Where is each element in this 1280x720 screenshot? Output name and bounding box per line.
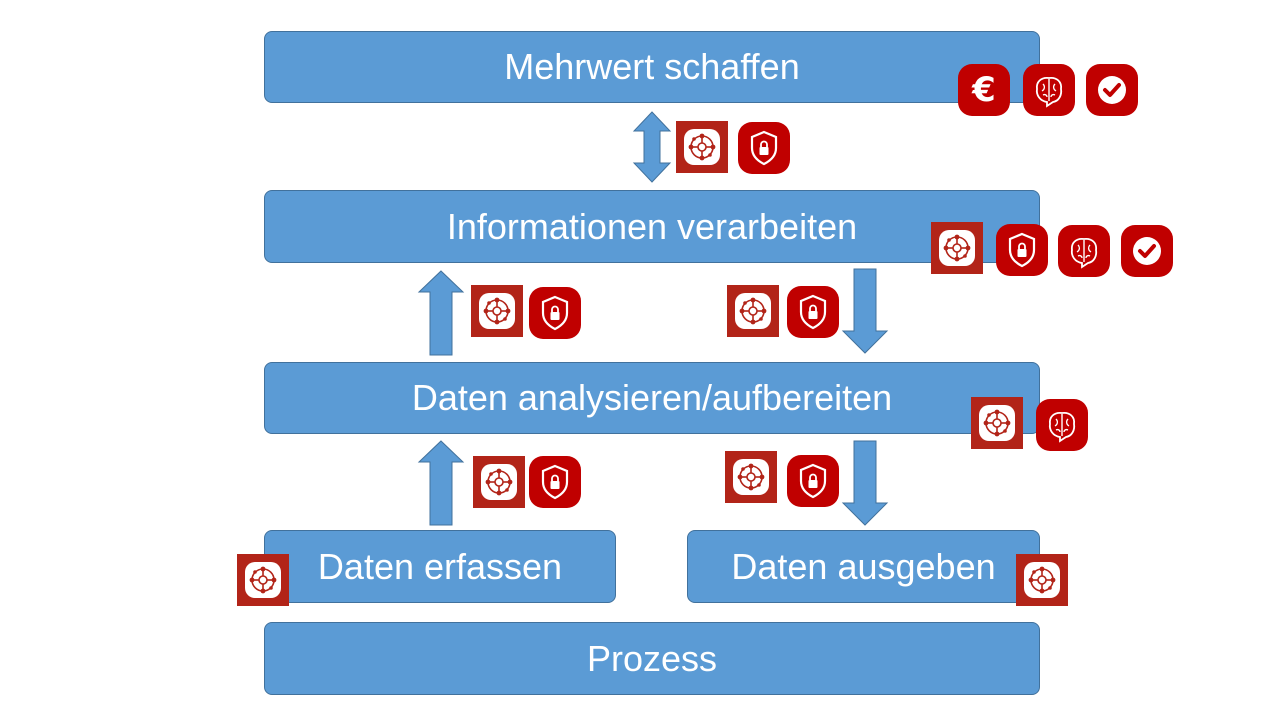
euro-icon: € (958, 64, 1010, 116)
shield-lock-icon (787, 286, 839, 338)
double-arrow-mehrwert-info (632, 111, 672, 183)
arrow-down-info-to-analyse (841, 268, 889, 354)
arrow-down-analyse-to-ausgeben (841, 440, 889, 526)
shield-lock-icon (787, 455, 839, 507)
arrow-up-analyse-to-info (417, 270, 465, 356)
shield-lock-icon (738, 122, 790, 174)
shield-lock-icon (529, 456, 581, 508)
network-icon (725, 451, 777, 503)
network-icon (676, 121, 728, 173)
arrow-up-erfassen-to-analyse (417, 440, 465, 526)
check-icon (1086, 64, 1138, 116)
network-icon (727, 285, 779, 337)
box-daten-erfassen: Daten erfassen (264, 530, 616, 603)
network-icon (237, 554, 289, 606)
box-informationen-verarbeiten: Informationen verarbeiten (264, 190, 1040, 263)
network-icon (1016, 554, 1068, 606)
network-icon (971, 397, 1023, 449)
box-mehrwert-schaffen: Mehrwert schaffen (264, 31, 1040, 103)
shield-lock-icon (996, 224, 1048, 276)
box-daten-ausgeben: Daten ausgeben (687, 530, 1040, 603)
network-icon (471, 285, 523, 337)
brain-icon (1036, 399, 1088, 451)
box-daten-analysieren: Daten analysieren/aufbereiten (264, 362, 1040, 434)
network-icon (473, 456, 525, 508)
brain-icon (1023, 64, 1075, 116)
network-icon (931, 222, 983, 274)
check-icon (1121, 225, 1173, 277)
euro-symbol: € (972, 70, 996, 110)
shield-lock-icon (529, 287, 581, 339)
brain-icon (1058, 225, 1110, 277)
box-prozess: Prozess (264, 622, 1040, 695)
